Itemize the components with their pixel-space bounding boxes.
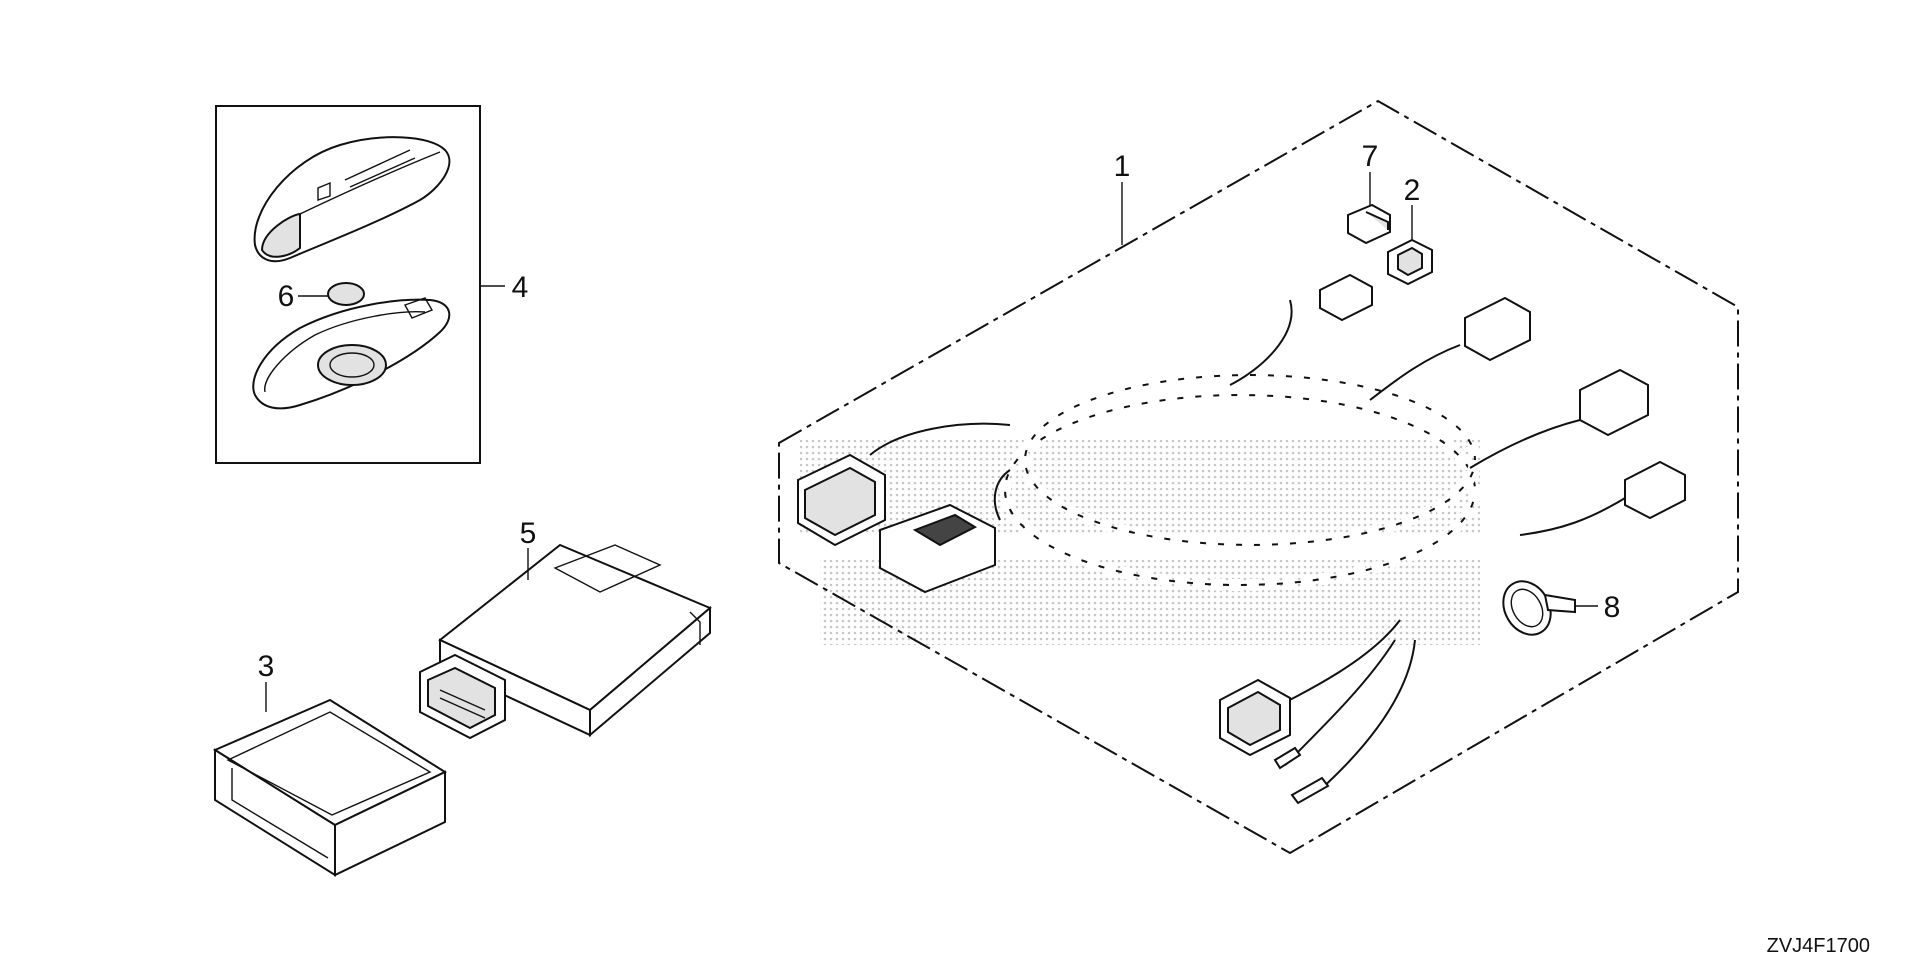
terminal-pin-2 [1290, 776, 1330, 805]
callout-band: 8 [1604, 591, 1621, 624]
callout-cover-case: 3 [258, 650, 275, 683]
harness-frame [778, 99, 1739, 855]
clip [1347, 172, 1391, 245]
callout-fob-assembly: 4 [512, 271, 529, 304]
diagram-code: ZVJ4F1700 [1767, 935, 1870, 957]
fob-upper-shell [253, 136, 451, 263]
harness-connector-bottom [1219, 678, 1291, 757]
callout-clip: 7 [1362, 140, 1379, 173]
harness-connector-r2 [1579, 368, 1649, 437]
band [1502, 580, 1598, 636]
callout-cap: 2 [1404, 174, 1421, 207]
harness-connector-top [1319, 273, 1373, 322]
harness-connector-r1 [1464, 296, 1531, 362]
control-unit-connector [419, 653, 506, 740]
fob-assembly-frame [215, 105, 481, 464]
fob-lower-shell [252, 297, 451, 410]
harness-connector-left [797, 453, 886, 547]
callout-battery: 6 [278, 280, 295, 313]
terminal-pin-1 [1273, 746, 1302, 770]
control-unit [419, 543, 712, 740]
harness-group [778, 99, 1739, 855]
harness-loops [999, 369, 1481, 591]
callout-control-unit: 5 [520, 517, 537, 550]
coin-battery [327, 282, 365, 306]
fob-assembly-group [215, 105, 505, 464]
cover-case [212, 682, 448, 877]
callout-harness: 1 [1114, 150, 1131, 183]
harness-connector-r3 [1624, 460, 1686, 520]
cap [1387, 205, 1433, 286]
harness-connector-socket [879, 503, 996, 594]
